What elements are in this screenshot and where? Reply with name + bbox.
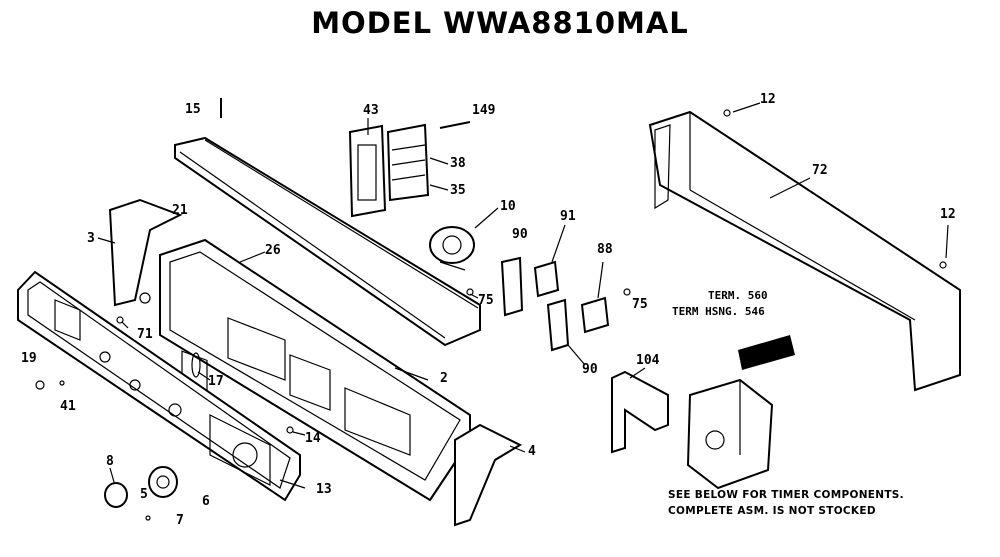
part-label-75-left: 75 (478, 293, 494, 308)
part-label-75-right: 75 (632, 297, 648, 312)
leader-lines (97, 102, 949, 489)
part-label-2: 2 (440, 371, 448, 386)
switch-block-38 (386, 123, 430, 202)
part-label-149: 149 (472, 103, 496, 118)
part-label-7: 7 (176, 513, 184, 528)
terminal-housing (738, 335, 795, 370)
part-label-12-right: 12 (940, 207, 956, 222)
part-label-41: 41 (60, 399, 76, 414)
part-label-26: 26 (265, 243, 281, 258)
bracket-43 (348, 124, 387, 218)
part-label-13: 13 (316, 482, 332, 497)
part-label-21: 21 (172, 203, 188, 218)
part-label-17: 17 (208, 374, 224, 389)
part-label-4: 4 (528, 444, 536, 459)
bracket-104 (611, 370, 669, 454)
part-label-3: 3 (87, 231, 95, 246)
bracket-90-upper (500, 256, 524, 317)
part-label-10: 10 (500, 199, 516, 214)
terminal-label: TERM. 560 (708, 289, 768, 302)
left-end-cap (108, 198, 183, 307)
pressure-switch (429, 226, 475, 271)
part-label-90-upper: 90 (512, 227, 528, 242)
part-label-5: 5 (140, 487, 148, 502)
part-label-71: 71 (137, 327, 153, 342)
part-label-38: 38 (450, 156, 466, 171)
part-label-12-top: 12 (760, 92, 776, 107)
rear-housing (648, 110, 961, 392)
part-label-43: 43 (363, 103, 379, 118)
part-label-88: 88 (597, 242, 613, 257)
part-label-19: 19 (21, 351, 37, 366)
diagram-title: MODEL WWA8810MAL (311, 6, 689, 40)
part-label-90-lower: 90 (582, 362, 598, 377)
part-label-14: 14 (305, 431, 321, 446)
small-hardware (35, 98, 947, 521)
bracket-90-lower (546, 298, 570, 352)
front-control-panel (17, 270, 301, 502)
top-trim-bar (174, 136, 481, 347)
part-label-91: 91 (560, 209, 576, 224)
part-label-104: 104 (636, 353, 660, 368)
right-end-cap (454, 423, 523, 527)
timer (686, 378, 774, 490)
timer-note-line1: SEE BELOW FOR TIMER COMPONENTS. (668, 489, 904, 501)
part-label-35: 35 (450, 183, 466, 198)
part-label-72: 72 (812, 163, 828, 178)
part-label-6: 6 (202, 494, 210, 509)
timer-note-line2: COMPLETE ASM. IS NOT STOCKED (668, 505, 876, 517)
switch-91 (533, 260, 560, 298)
switch-88 (580, 296, 610, 334)
terminal-housing-label: TERM HSNG. 546 (672, 305, 765, 318)
part-label-15: 15 (185, 102, 201, 117)
part-label-8: 8 (106, 454, 114, 469)
